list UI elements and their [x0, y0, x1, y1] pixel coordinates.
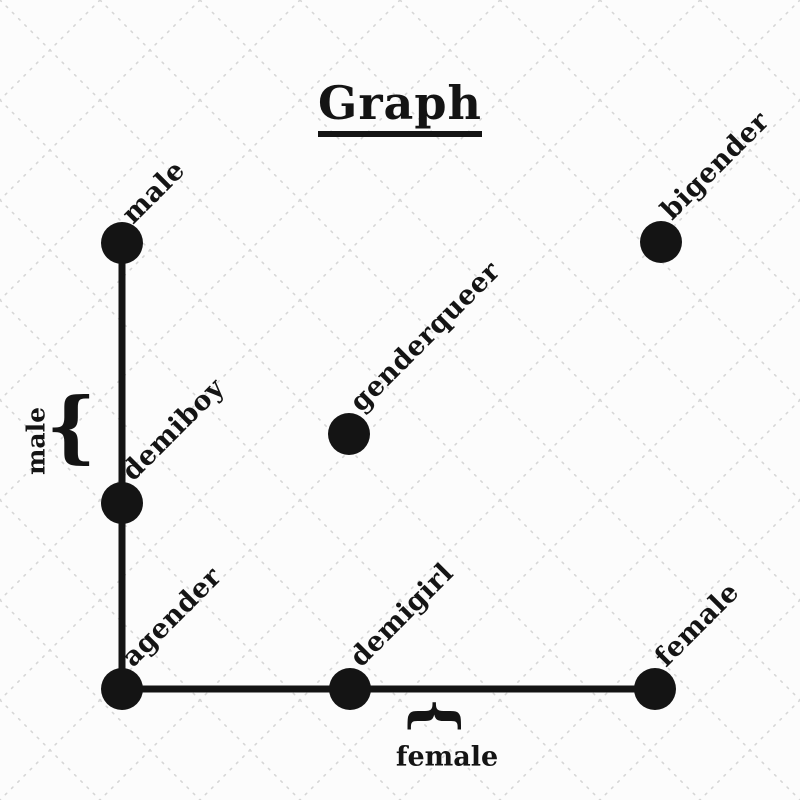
node-dot-demiboy — [101, 482, 143, 524]
brace-left-label: male — [21, 406, 51, 476]
node-dot-bigender — [640, 221, 682, 263]
brace-bottom-icon: { — [403, 697, 471, 735]
brace-bottom-label: female — [395, 741, 499, 773]
node-dot-female — [634, 668, 676, 710]
node-dot-male — [101, 222, 143, 264]
node-dot-demigirl — [329, 668, 371, 710]
node-dot-agender — [101, 668, 143, 710]
page-title: Graph — [318, 76, 482, 137]
brace-left-icon: { — [46, 381, 97, 472]
node-dot-genderqueer — [328, 413, 370, 455]
title-wrap: Graph — [0, 76, 800, 137]
